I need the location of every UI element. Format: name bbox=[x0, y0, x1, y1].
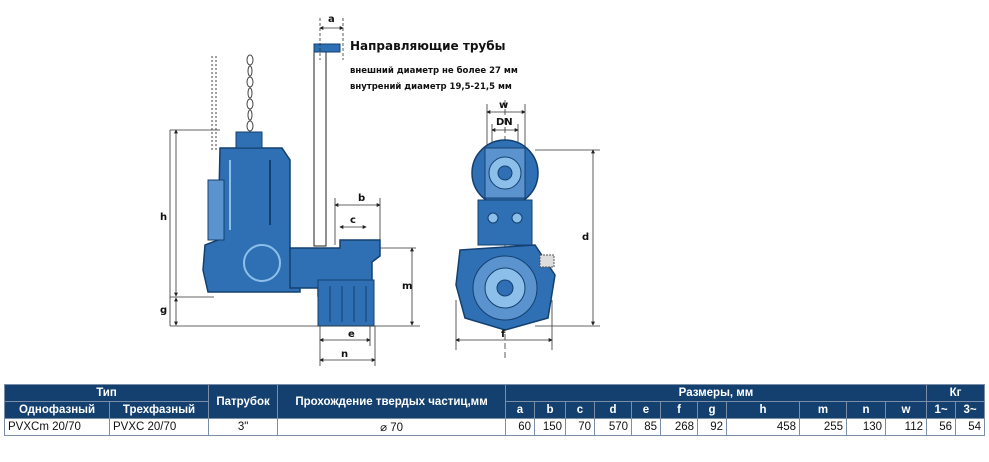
header-col-f: f bbox=[660, 401, 698, 419]
cell-a: 60 bbox=[505, 418, 535, 436]
side-view: a b c e n m h g bbox=[160, 14, 420, 366]
header-col-a: a bbox=[505, 401, 535, 419]
dim-e: e bbox=[348, 329, 355, 340]
cell-outlet: 3" bbox=[207, 418, 279, 436]
header-col-b: b bbox=[534, 401, 566, 419]
dim-g: g bbox=[160, 305, 167, 316]
cell-weight-3ph: 54 bbox=[955, 418, 985, 436]
specification-table: Тип Патрубок Прохождение твердых частиц,… bbox=[4, 384, 985, 436]
pump-dimension-drawing: a b c e n m h g Направляющие трубы внешн… bbox=[160, 14, 600, 366]
header-col-3ph: 3~ bbox=[955, 401, 985, 419]
cell-e: 85 bbox=[631, 418, 661, 436]
lifting-chain bbox=[211, 54, 254, 150]
cell-h: 458 bbox=[726, 418, 800, 436]
header-col-d: d bbox=[594, 401, 632, 419]
dim-m: m bbox=[402, 281, 412, 292]
pump-motor-body bbox=[202, 147, 301, 293]
cell-w: 112 bbox=[885, 418, 927, 436]
cell-n: 130 bbox=[846, 418, 886, 436]
header-single-phase: Однофазный bbox=[4, 401, 110, 419]
front-view: w DN d f bbox=[455, 100, 600, 360]
header-weight: Кг bbox=[926, 384, 985, 402]
cell-three-phase-model: PVXC 20/70 bbox=[109, 418, 209, 436]
header-outlet: Патрубок bbox=[207, 384, 279, 419]
dim-f: f bbox=[501, 329, 506, 340]
header-col-h: h bbox=[726, 401, 800, 419]
header-col-c: c bbox=[565, 401, 595, 419]
guide-tube bbox=[313, 49, 327, 247]
cell-f: 268 bbox=[660, 418, 698, 436]
table-header-row-1: Тип Патрубок Прохождение твердых частиц,… bbox=[4, 384, 985, 419]
header-col-m: m bbox=[799, 401, 847, 419]
header-col-n: n bbox=[846, 401, 886, 419]
dim-c: c bbox=[350, 215, 356, 226]
header-col-g: g bbox=[697, 401, 727, 419]
dim-n: n bbox=[341, 349, 348, 360]
header-col-w: w bbox=[885, 401, 927, 419]
cell-weight-1ph: 56 bbox=[926, 418, 956, 436]
guide-tube-heading: Направляющие трубы bbox=[350, 39, 505, 53]
table-row: PVXCm 20/70 PVXC 20/70 3" ⌀ 70 60 150 70… bbox=[4, 418, 985, 436]
cell-m: 255 bbox=[799, 418, 847, 436]
dim-d: d bbox=[582, 232, 589, 243]
dim-b: b bbox=[358, 193, 365, 204]
dim-w: w bbox=[499, 100, 508, 111]
header-col-1ph: 1~ bbox=[926, 401, 956, 419]
cell-c: 70 bbox=[565, 418, 595, 436]
guide-tube-outer-diameter: внешний диаметр не более 27 мм bbox=[350, 65, 518, 76]
table-header-row-2: Однофазный Трехфазный a b c d e f g h m … bbox=[4, 401, 985, 419]
cell-d: 570 bbox=[594, 418, 632, 436]
header-type: Тип bbox=[4, 384, 209, 402]
dim-h: h bbox=[160, 212, 167, 223]
cell-solids: ⌀ 70 bbox=[277, 418, 506, 436]
cell-b: 150 bbox=[534, 418, 566, 436]
cell-g: 92 bbox=[697, 418, 727, 436]
cell-single-phase-model: PVXCm 20/70 bbox=[4, 418, 110, 436]
header-dimensions: Размеры, мм bbox=[505, 384, 927, 402]
guide-tube-inner-diameter: внутрений диаметр 19,5-21,5 мм bbox=[350, 82, 512, 92]
header-col-e: e bbox=[631, 401, 661, 419]
dim-dn: DN bbox=[496, 117, 513, 128]
dim-a: a bbox=[328, 14, 335, 25]
header-solids: Прохождение твердых частиц,мм bbox=[277, 384, 506, 419]
header-three-phase: Трехфазный bbox=[109, 401, 209, 419]
